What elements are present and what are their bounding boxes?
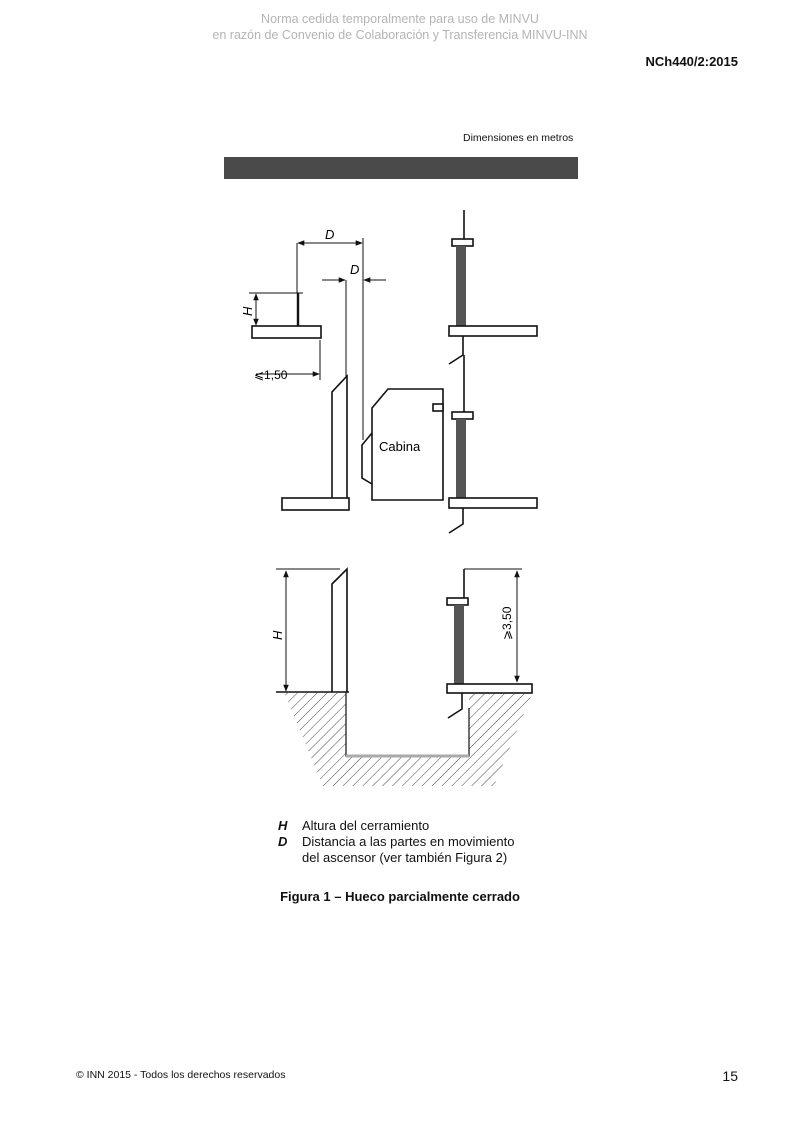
legend-text-d: Distancia a las partes en movimiento [302, 834, 515, 849]
dim-label-h-upper: H [240, 306, 255, 316]
lower-left-wall [331, 567, 348, 692]
legend-symbol-h: H [278, 818, 288, 833]
dim-label-h-lower: H [270, 630, 285, 640]
legend-item-d: D Distancia a las partes en movimiento d… [278, 834, 514, 866]
legend: H Altura del cerramiento D Distancia a l… [278, 818, 514, 866]
cabin-label: Cabina [379, 439, 421, 454]
copyright: © INN 2015 - Todos los derechos reservad… [76, 1069, 286, 1081]
figure-caption: Figura 1 – Hueco parcialmente cerrado [280, 889, 520, 904]
legend-text-h: Altura del cerramiento [302, 818, 430, 833]
pit-soil-hatch [284, 692, 532, 786]
lower-left-slab [281, 497, 350, 511]
figure-header-bar [224, 157, 578, 179]
cabin-outline [371, 388, 444, 501]
document-code: NCh440/2:2015 [645, 54, 739, 69]
units-note: Dimensiones en metros [463, 132, 574, 144]
pit-landing-door [454, 605, 464, 684]
watermark-line-1: Norma cedida temporalmente para uso de M… [261, 12, 539, 26]
upper-left-slab [251, 325, 322, 339]
dim-label-150: ⩽1,50 [254, 368, 288, 382]
dim-label-d-lower: D [350, 262, 359, 277]
dim-label-d-upper: D [325, 227, 334, 242]
right-lower-slab [448, 497, 538, 509]
dim-label-350: ⩾3,50 [500, 606, 514, 640]
left-wall-enclosure [331, 373, 348, 498]
right-upper-slab [448, 325, 538, 337]
legend-item-h: H Altura del cerramiento [278, 818, 514, 834]
upper-landing-door [456, 246, 466, 326]
watermark-line-2: en razón de Convenio de Colaboración y T… [212, 28, 588, 42]
page-number: 15 [722, 1068, 738, 1084]
pit-right-slab [446, 683, 533, 694]
legend-text-d-2: del ascensor (ver también Figura 2) [302, 850, 508, 865]
legend-symbol-d: D [278, 834, 288, 849]
watermark: Norma cedida temporalmente para uso de M… [0, 11, 800, 43]
lower-landing-door [456, 419, 466, 498]
